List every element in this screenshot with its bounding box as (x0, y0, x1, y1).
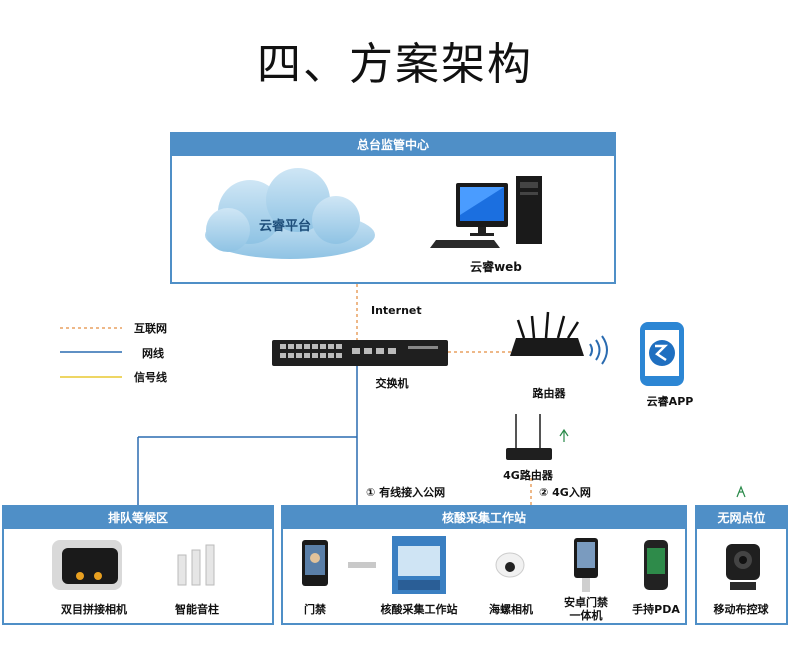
legend-internet: 互联网 (134, 322, 167, 335)
queue-title: 排队等候区 (4, 507, 272, 529)
nonet-item-0: 移动布控球 (713, 603, 769, 616)
router-label: 路由器 (532, 387, 566, 400)
switch-label: 交换机 (375, 377, 409, 390)
dome-camera-icon (495, 552, 525, 578)
app-label: 云睿APP (646, 395, 694, 408)
legend-cable: 网线 (142, 347, 164, 360)
nonet-title: 无网点位 (697, 507, 786, 529)
station-item-1: 核酸采集工作站 (380, 603, 458, 616)
g4-label: ② 4G入网 (539, 486, 591, 499)
hq-title: 总台监管中心 (172, 134, 614, 156)
station-item-0: 门禁 (304, 603, 326, 616)
speaker-column-icon (177, 544, 215, 586)
station-item-3: 安卓门禁 一体机 (564, 596, 608, 622)
door-access-icon (302, 540, 328, 586)
ptz-dome-icon (726, 544, 760, 590)
collection-booth-icon (392, 536, 446, 594)
station-item-2: 海螺相机 (489, 603, 533, 616)
binocular-camera-icon (52, 540, 122, 590)
pc-label: 云睿web (470, 260, 522, 274)
handheld-pda-icon (644, 540, 668, 590)
lock-icon (348, 562, 376, 568)
station-item-4: 手持PDA (632, 603, 680, 616)
queue-item-0: 双目拼接相机 (61, 603, 127, 616)
internet-label: Internet (371, 304, 422, 317)
android-terminal-icon (574, 538, 598, 592)
cloud-label: 云睿平台 (258, 219, 312, 234)
queue-item-1: 智能音柱 (175, 603, 219, 616)
station-title: 核酸采集工作站 (283, 507, 685, 529)
wired-label: ① 有线接入公网 (366, 486, 446, 499)
page-title: 四、方案架构 (257, 39, 533, 90)
queue-panel: 排队等候区 (2, 505, 274, 625)
router-4g-label: 4G路由器 (503, 469, 553, 482)
legend-signal: 信号线 (134, 371, 167, 384)
